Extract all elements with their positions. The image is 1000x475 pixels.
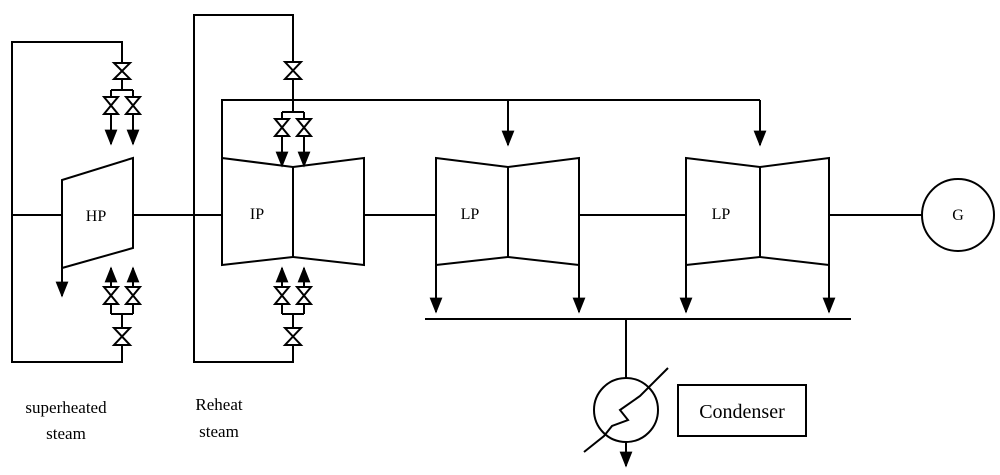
- ip-top-valve-left: [272, 118, 292, 137]
- reheat-steam-line: [193, 14, 294, 363]
- hp-bottom-valve-right: [123, 286, 143, 305]
- lp2-label: LP: [712, 206, 731, 223]
- hp-bottom-valve-left: [101, 286, 121, 305]
- reheat-steam-label-line1: Reheat: [195, 395, 242, 414]
- hp-label: HP: [86, 208, 107, 225]
- lp-turbine-2: LP: [679, 156, 836, 314]
- superheated-steam-line: [11, 41, 123, 363]
- ip-bottom-single-valve: [282, 327, 304, 346]
- exhaust-header: [425, 318, 851, 378]
- hp-top-single-valve: [111, 62, 133, 80]
- hp-turbine: HP: [55, 156, 134, 298]
- superheated-steam-label-line2: steam: [46, 424, 86, 443]
- lp1-label: LP: [461, 206, 480, 223]
- ip-bottom-valve-right: [294, 286, 314, 305]
- ip-extraction-valve-group: [272, 266, 314, 346]
- ip-label: IP: [250, 206, 264, 223]
- ip-top-valve-right: [294, 118, 314, 137]
- generator-label: G: [952, 207, 964, 224]
- condenser-label: Condenser: [699, 401, 785, 423]
- ip-top-single-valve: [282, 61, 304, 80]
- hp-bottom-single-valve: [111, 327, 133, 346]
- ip-bottom-valve-left: [272, 286, 292, 305]
- reheat-steam-label-line2: steam: [199, 422, 239, 441]
- superheated-steam-label-line1: superheated: [25, 398, 107, 417]
- crossover-pipe: [221, 99, 767, 167]
- hp-extraction-valve-group: [101, 266, 143, 346]
- hp-top-valve-left: [101, 96, 121, 115]
- hp-inlet-valve-group: [101, 62, 143, 146]
- lp-turbine-1: LP: [429, 156, 586, 314]
- generator: G: [921, 178, 995, 252]
- condenser-symbol: [583, 367, 669, 468]
- ip-inlet-valve-group: [272, 61, 314, 168]
- hp-top-valve-right: [123, 96, 143, 115]
- condenser-box: [677, 384, 807, 437]
- ip-turbine: IP: [221, 156, 365, 267]
